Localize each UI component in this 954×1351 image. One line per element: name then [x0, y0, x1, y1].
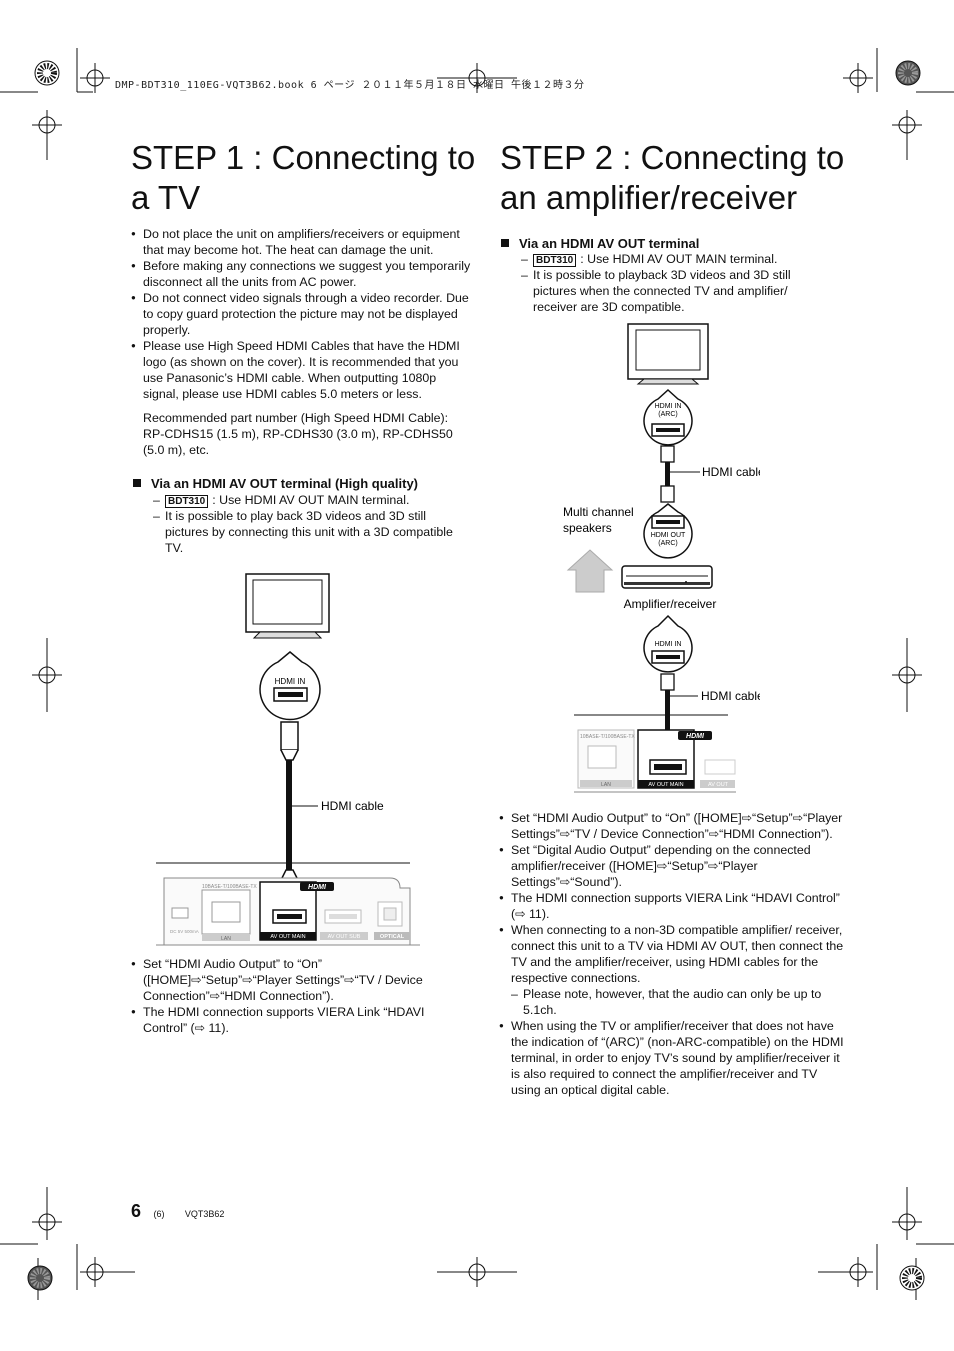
- tv-icon: [627, 323, 709, 385]
- dc-out-label: DC 5V 500mA: [170, 929, 199, 934]
- lan-label: LAN: [221, 936, 231, 942]
- speaker-arrow-icon: [566, 549, 614, 593]
- list-item: Set “HDMI Audio Output” to “On” ([HOME]⇨…: [499, 810, 844, 842]
- dash-text: : Use HDMI AV OUT MAIN terminal.: [212, 493, 410, 507]
- step1-after-list: Set “HDMI Audio Output” to “On” ([HOME]⇨…: [131, 956, 471, 1036]
- rosette-marks: [27, 60, 925, 1291]
- list-item: Before making any connections we suggest…: [131, 258, 471, 290]
- page-number: 6: [131, 1201, 142, 1221]
- step1-dash-list: BDT310: Use HDMI AV OUT MAIN terminal. I…: [153, 492, 471, 556]
- square-bullet-icon: [133, 479, 141, 487]
- crosshair-marks: [32, 63, 922, 1287]
- hdmi-out-arc-label: HDMI OUT: [651, 532, 686, 539]
- step1-diagram: HDMI IN HDMI cable 10BASE-T/100BASE-TX D…: [156, 573, 420, 946]
- lan-top-label: 10BASE-T/100BASE-TX: [202, 884, 257, 890]
- list-item: BDT310: Use HDMI AV OUT MAIN terminal.: [521, 251, 821, 267]
- square-bullet-icon: [501, 239, 509, 247]
- hdmi-logo: HDMI: [686, 733, 705, 740]
- optical-label: OPTICAL: [380, 934, 405, 940]
- rear-panel: 10BASE-T/100BASE-TX DC 5V 500mA LAN AV O…: [163, 877, 411, 946]
- amplifier-icon: [621, 565, 713, 589]
- list-item: The HDMI connection supports VIERA Link …: [131, 1004, 471, 1036]
- step1-title-line2: a TV: [131, 179, 201, 216]
- list-item: Set “Digital Audio Output” depending on …: [499, 842, 844, 890]
- step2-title: STEP 2 : Connecting to an amplifier/rece…: [500, 138, 860, 218]
- step1-title-line1: STEP 1 : Connecting to: [131, 139, 476, 176]
- av-out-main-label: AV OUT MAIN: [648, 782, 683, 788]
- step1-subheading: Via an HDMI AV OUT terminal (High qualit…: [133, 476, 473, 492]
- hdmi-cable-label: HDMI cable: [321, 799, 384, 813]
- hdmi-out-arc-badge: [643, 503, 693, 559]
- list-item: Set “HDMI Audio Output” to “On” ([HOME]⇨…: [131, 956, 471, 1004]
- hdmi-out-arc-label-2: (ARC): [658, 540, 677, 547]
- list-item: The HDMI connection supports VIERA Link …: [499, 890, 844, 922]
- list-item: BDT310: Use HDMI AV OUT MAIN terminal.: [153, 492, 471, 508]
- file-header: DMP-BDT310_110EG-VQT3B62.book 6 ページ ２０１１…: [115, 80, 585, 91]
- document-code: VQT3B62: [184, 1209, 225, 1219]
- speakers-label-1: Multi channel: [563, 505, 634, 519]
- av-out-sub-label: AV OUT: [708, 782, 729, 788]
- step2-diagram: HDMI IN (ARC) HDMI cable HDMI OUT (ARC) …: [563, 323, 760, 793]
- amplifier-label: Amplifier/receiver: [624, 597, 717, 611]
- hdmi-plug-top: [280, 721, 299, 761]
- hdmi-in-label: HDMI IN: [275, 677, 306, 686]
- step1-bullet-list: Do not place the unit on amplifiers/rece…: [131, 226, 471, 458]
- hdmi-in-badge: [643, 614, 693, 673]
- step2-dash-list: BDT310: Use HDMI AV OUT MAIN terminal. I…: [521, 251, 821, 315]
- speakers-label-2: speakers: [563, 521, 612, 535]
- list-item: Do not connect video signals through a v…: [131, 290, 471, 338]
- hdmi-cable-label-1: HDMI cable: [702, 465, 760, 479]
- model-tag: BDT310: [533, 254, 577, 267]
- step2-after-list: Set “HDMI Audio Output” to “On” ([HOME]⇨…: [499, 810, 844, 1098]
- page-footer: 6 (6) VQT3B62: [131, 1201, 224, 1222]
- list-item: When connecting to a non-3D compatible a…: [499, 922, 844, 986]
- step2-title-line1: STEP 2 : Connecting to: [500, 139, 845, 176]
- step1-subheading-text: Via an HDMI AV OUT terminal (High qualit…: [151, 476, 419, 491]
- list-item: Please note, however, that the audio can…: [511, 986, 844, 1018]
- hdmi-in-label: HDMI IN: [655, 641, 682, 648]
- step2-title-line2: an amplifier/receiver: [500, 179, 798, 216]
- list-item: Please use High Speed HDMI Cables that h…: [131, 338, 471, 402]
- cable-line: [286, 760, 292, 870]
- lan-label: LAN: [601, 782, 611, 788]
- hdmi-logo: HDMI: [308, 884, 327, 891]
- list-item: It is possible to playback 3D videos and…: [521, 267, 821, 315]
- step2-subheading-text: Via an HDMI AV OUT terminal: [519, 236, 700, 251]
- step1-title: STEP 1 : Connecting to a TV: [131, 138, 481, 218]
- model-tag: BDT310: [165, 495, 209, 508]
- hdmi-in-arc-label-2: (ARC): [658, 411, 677, 418]
- page-number-paren: (6): [153, 1209, 165, 1219]
- lan-top-label: 10BASE-T/100BASE-TX: [580, 734, 635, 740]
- step2-subheading: Via an HDMI AV OUT terminal: [501, 236, 841, 252]
- av-out-main-label: AV OUT MAIN: [270, 934, 305, 940]
- dash-text: : Use HDMI AV OUT MAIN terminal.: [580, 252, 778, 266]
- hdmi-in-arc-badge: [643, 388, 693, 446]
- hdmi-in-badge: [259, 651, 321, 721]
- list-item: It is possible to play back 3D videos an…: [153, 508, 471, 556]
- tv-icon: [245, 573, 330, 639]
- recommended-parts: Recommended part number (High Speed HDMI…: [143, 411, 453, 457]
- list-item: When using the TV or amplifier/receiver …: [499, 1018, 844, 1098]
- hdmi-cable-label-2: HDMI cable: [701, 689, 760, 703]
- rear-panel: 10BASE-T/100BASE-TX LAN AV OUT MAIN HDMI…: [577, 729, 736, 789]
- av-out-sub-label: AV OUT SUB: [328, 934, 361, 940]
- note-dash: Please note, however, that the audio can…: [499, 986, 844, 1018]
- hdmi-in-arc-label: HDMI IN: [655, 403, 682, 410]
- list-item: Do not place the unit on amplifiers/rece…: [131, 226, 471, 258]
